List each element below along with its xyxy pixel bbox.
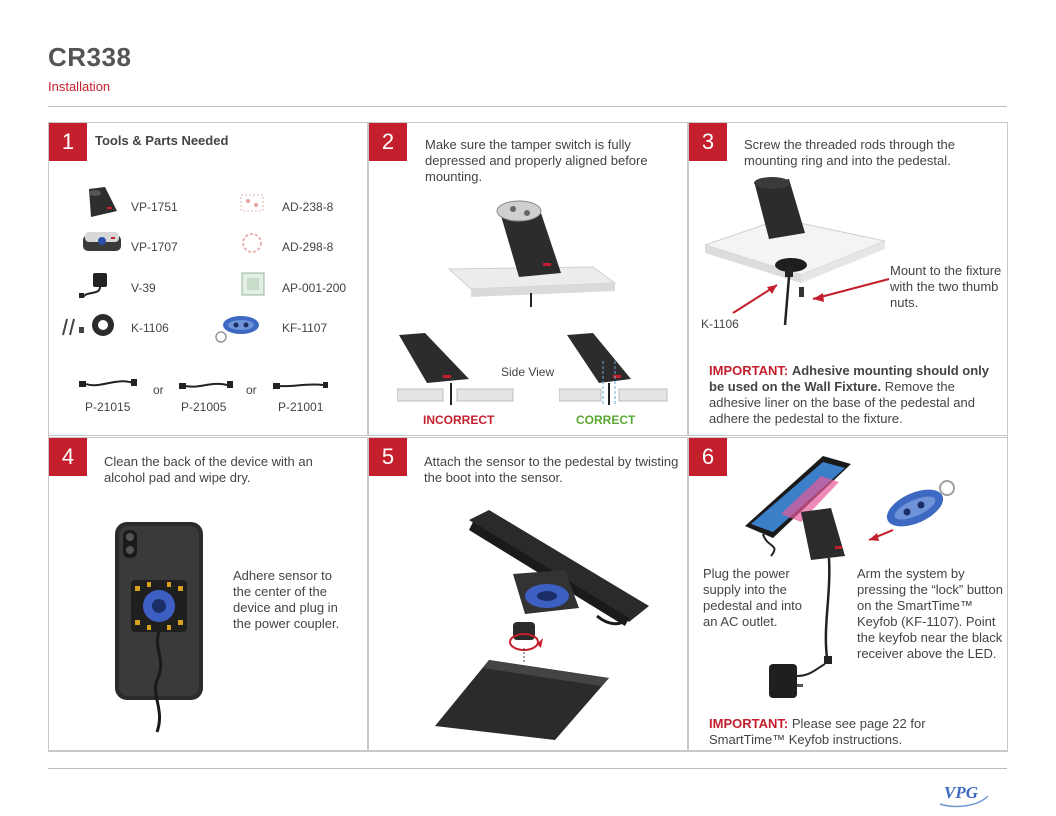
step-6-panel: 6 Plug the power supply into the pedesta… xyxy=(688,437,1008,752)
footer-divider xyxy=(48,768,1007,769)
adhere-instruction: Adhere sensor to the center of the devic… xyxy=(233,568,340,631)
phone-with-sensor-illustration xyxy=(115,522,203,733)
step-instruction: Clean the back of the device with an alc… xyxy=(104,454,313,485)
installation-grid: 1 Tools & Parts Needed VP-1751 AD-238-8 … xyxy=(48,122,1008,752)
cable-label: P-21005 xyxy=(181,400,227,414)
or-label: or xyxy=(246,383,257,397)
correct-side-view xyxy=(559,333,668,405)
cable-icon xyxy=(273,382,328,389)
logo-text: VPG xyxy=(944,783,979,802)
step-4-panel: 4 Clean the back of the device with an a… xyxy=(48,437,368,752)
important-note: IMPORTANT: Adhesive mounting should only… xyxy=(709,363,999,427)
sensor-attach-illustration xyxy=(435,510,649,740)
step-3-panel: 3 Screw the threaded rods through the mo… xyxy=(688,122,1008,436)
step-1-panel: 1 Tools & Parts Needed VP-1751 AD-238-8 … xyxy=(48,122,368,436)
cable-icon xyxy=(179,381,233,389)
page-subtitle: Installation xyxy=(48,79,111,94)
mounting-kit-icon xyxy=(62,314,114,336)
important-rest-text: Remove the adhesive liner on the base of… xyxy=(709,379,975,426)
step-instruction: Attach the sensor to the pedestal by twi… xyxy=(424,454,679,485)
part-label: AP-001-200 xyxy=(282,281,347,295)
step-number: 3 xyxy=(689,123,727,161)
step-5-panel: 5 Attach the sensor to the pedestal by t… xyxy=(368,437,688,752)
part-label: VP-1751 xyxy=(131,200,178,214)
part-label: VP-1707 xyxy=(131,240,178,254)
arm-instruction: Arm the system by pressing the “lock” bu… xyxy=(857,566,1003,661)
step-instruction: Make sure the tamper switch is fully dep… xyxy=(425,137,648,184)
header-divider xyxy=(48,106,1007,107)
adhesive-ring-icon xyxy=(242,233,262,253)
keyfob-icon xyxy=(215,316,259,343)
armed-display-illustration xyxy=(745,456,851,560)
side-view-label: Side View xyxy=(501,365,555,379)
part-label: AD-238-8 xyxy=(282,200,334,214)
cable-label: P-21015 xyxy=(85,400,131,414)
incorrect-label: INCORRECT xyxy=(423,413,495,427)
step-instruction: Screw the threaded rods through the moun… xyxy=(744,137,956,168)
cable-icon xyxy=(79,379,137,387)
part-label: V-39 xyxy=(131,281,156,295)
step-number: 5 xyxy=(369,438,407,476)
step-number: 6 xyxy=(689,438,727,476)
keyfob-pointing-illustration xyxy=(868,480,955,541)
part-label: KF-1107 xyxy=(282,321,328,335)
mount-instruction: Mount to the fixture with the two thumb … xyxy=(890,263,1002,310)
step-number: 4 xyxy=(49,438,87,476)
important-note: IMPORTANT: Please see page 22 for SmartT… xyxy=(709,716,999,748)
adhesive-pad-icon xyxy=(240,194,264,212)
sensor-icon xyxy=(83,232,121,251)
power-supply-icon xyxy=(79,273,107,298)
alcohol-pad-icon xyxy=(241,272,265,296)
pedestal-icon xyxy=(89,187,117,217)
step-number: 1 xyxy=(49,123,87,161)
part-label: K-1106 xyxy=(701,317,739,331)
important-label: IMPORTANT: xyxy=(709,363,789,378)
incorrect-side-view xyxy=(397,333,514,405)
correct-label: CORRECT xyxy=(576,413,636,427)
important-bold-text: Adhesive mounting should only be used on… xyxy=(709,363,989,394)
tools-heading: Tools & Parts Needed xyxy=(95,133,229,148)
step-number: 2 xyxy=(369,123,407,161)
page-title: CR338 xyxy=(48,42,132,72)
arrow-icon xyxy=(732,278,890,314)
pedestal-illustration xyxy=(447,200,617,307)
important-label: IMPORTANT: xyxy=(709,716,789,731)
fixture-mount-illustration xyxy=(705,177,885,326)
vpg-logo: VPG xyxy=(939,783,989,808)
part-label: K-1106 xyxy=(131,321,169,335)
power-supply-illustration xyxy=(769,557,832,698)
important-text: Please see page 22 for SmartTime™ Keyfob… xyxy=(709,716,926,747)
cable-label: P-21001 xyxy=(278,400,324,414)
part-label: AD-298-8 xyxy=(282,240,334,254)
or-label: or xyxy=(153,383,164,397)
plug-instruction: Plug the power supply into the pedestal … xyxy=(703,566,803,629)
step-2-panel: 2 Make sure the tamper switch is fully d… xyxy=(368,122,688,436)
